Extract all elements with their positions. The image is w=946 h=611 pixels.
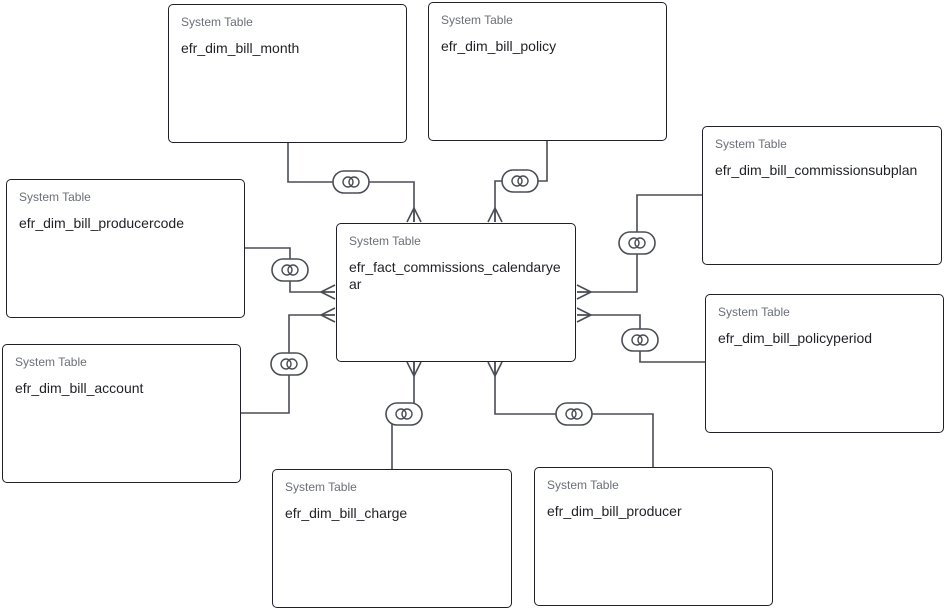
table-name: efr_dim_bill_month <box>181 40 300 56</box>
join-icon <box>501 169 539 193</box>
table-card-bill-producer[interactable]: System Table efr_dim_bill_producer <box>534 467 773 606</box>
relationship-bill-policyperiod <box>576 307 705 363</box>
crows-foot-icon <box>487 206 503 223</box>
table-type-label: System Table <box>19 190 91 204</box>
crows-foot-icon <box>576 307 593 323</box>
table-name: efr_dim_bill_policyperiod <box>718 330 873 346</box>
relationship-bill-producercode <box>245 247 336 300</box>
table-type-label: System Table <box>15 355 87 369</box>
relationship-bill-month <box>287 143 422 223</box>
join-icon <box>618 231 656 255</box>
crows-foot-icon <box>319 307 336 323</box>
crows-foot-icon <box>319 284 336 300</box>
table-name: efr_fact_commissions_calendaryear <box>349 259 561 292</box>
table-name: efr_dim_bill_account <box>15 380 144 396</box>
table-name: efr_dim_bill_commissionsubplan <box>715 162 918 178</box>
table-name: efr_dim_bill_producer <box>547 503 682 519</box>
table-type-label: System Table <box>547 478 619 492</box>
relationship-bill-charge <box>385 361 423 469</box>
join-icon <box>270 352 308 376</box>
relationship-bill-policy <box>487 141 548 223</box>
table-card-bill-commissionsubplan[interactable]: System Table efr_dim_bill_commissionsubp… <box>702 126 942 265</box>
table-name: efr_dim_bill_policy <box>441 38 557 54</box>
join-icon <box>621 328 659 352</box>
table-card-fact-commissions-calendaryear[interactable]: System Table efr_fact_commissions_calend… <box>336 223 576 362</box>
relationship-bill-account <box>241 307 336 414</box>
crows-foot-icon <box>487 361 503 378</box>
table-card-bill-producercode[interactable]: System Table efr_dim_bill_producercode <box>6 179 245 318</box>
table-card-bill-charge[interactable]: System Table efr_dim_bill_charge <box>272 469 512 608</box>
table-type-label: System Table <box>349 234 421 248</box>
join-icon <box>555 402 593 426</box>
table-type-label: System Table <box>285 480 357 494</box>
crows-foot-icon <box>406 361 422 378</box>
relationship-bill-commissionsubplan <box>576 194 702 300</box>
table-card-bill-policyperiod[interactable]: System Table efr_dim_bill_policyperiod <box>705 294 944 433</box>
table-card-bill-month[interactable]: System Table efr_dim_bill_month <box>168 4 407 143</box>
join-icon <box>385 402 423 426</box>
table-card-bill-account[interactable]: System Table efr_dim_bill_account <box>2 344 241 483</box>
join-icon <box>271 258 309 282</box>
table-type-label: System Table <box>181 15 253 29</box>
table-card-bill-policy[interactable]: System Table efr_dim_bill_policy <box>428 2 667 141</box>
table-name: efr_dim_bill_producercode <box>19 215 184 231</box>
table-type-label: System Table <box>441 13 513 27</box>
table-type-label: System Table <box>715 137 787 151</box>
crows-foot-icon <box>406 206 422 223</box>
relationship-bill-producer <box>487 361 654 467</box>
table-name: efr_dim_bill_charge <box>285 505 408 521</box>
join-icon <box>332 170 370 194</box>
crows-foot-icon <box>576 284 593 300</box>
table-type-label: System Table <box>718 305 790 319</box>
